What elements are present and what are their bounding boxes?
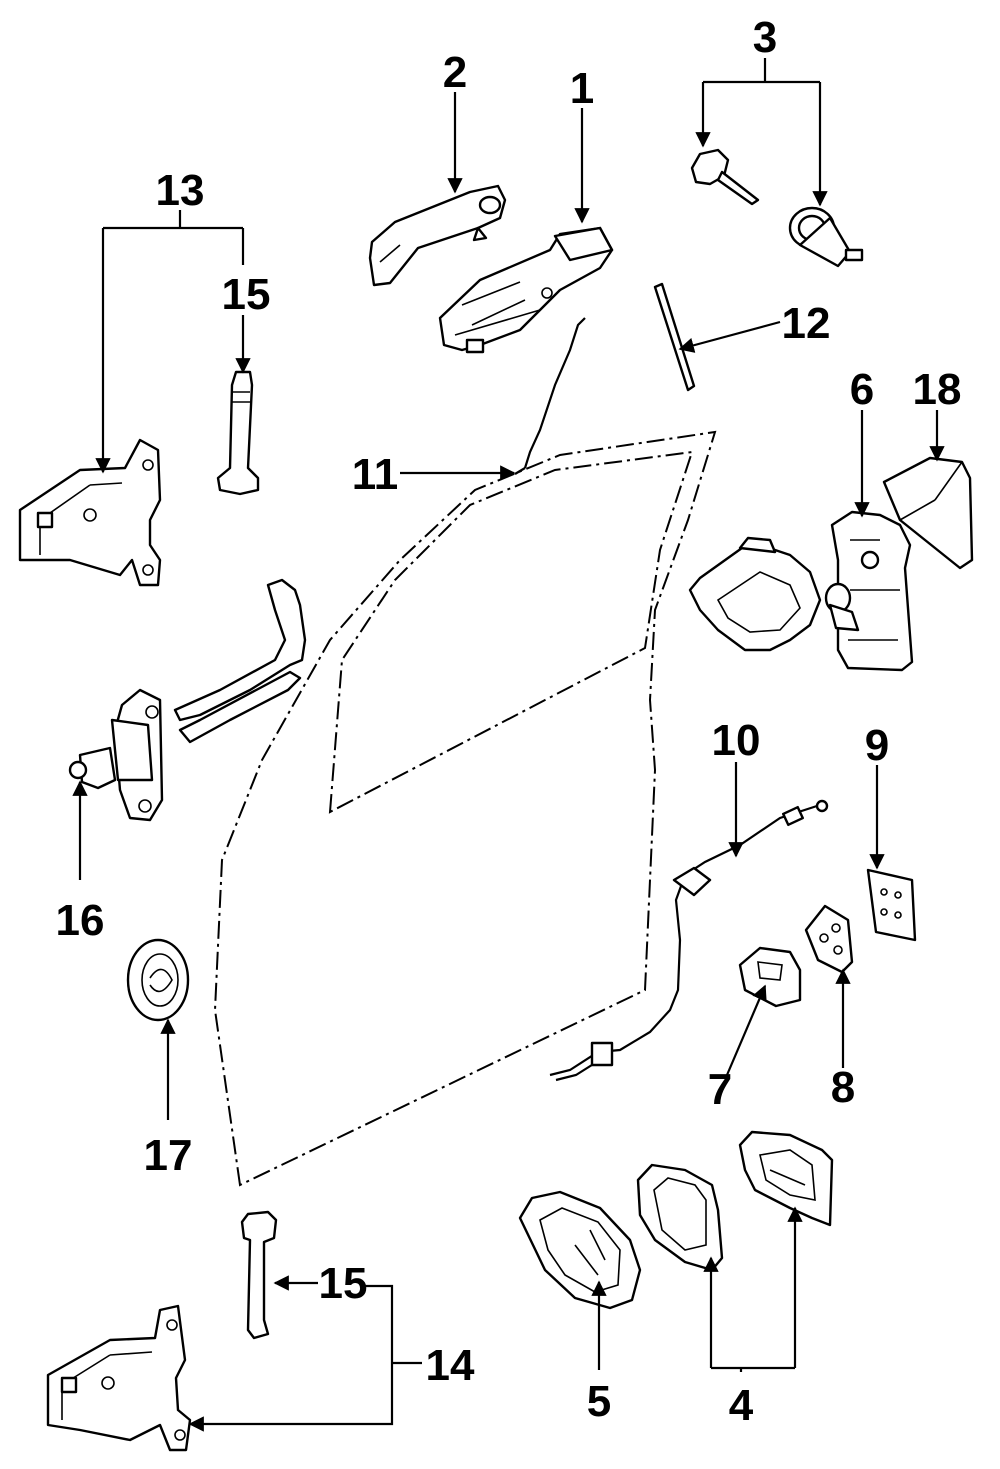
callout-1: 1 <box>570 64 594 113</box>
release-cable <box>549 799 829 1082</box>
upper-hinge <box>18 438 162 587</box>
callout-17: 17 <box>144 1131 193 1180</box>
door-shell <box>213 430 717 1187</box>
leader-lines <box>72 58 945 1432</box>
lock-rod <box>653 282 696 392</box>
key <box>690 148 760 206</box>
lock-cylinder <box>788 206 864 268</box>
callout-5: 5 <box>587 1377 611 1426</box>
callout-8: 8 <box>831 1063 855 1112</box>
latch-bracket <box>688 536 822 652</box>
door-latch <box>824 510 914 672</box>
lower-hinge-pin <box>240 1210 278 1340</box>
latch-actuator <box>438 226 614 354</box>
callout-16: 16 <box>56 896 105 945</box>
callout-18: 18 <box>913 365 962 414</box>
inside-handle <box>738 1130 834 1227</box>
callout-10: 10 <box>712 716 761 765</box>
handle-rod <box>514 317 586 475</box>
upper-hinge-pin <box>216 370 260 496</box>
callout-6: 6 <box>850 365 874 414</box>
callout-2: 2 <box>443 48 467 97</box>
callout-11: 11 <box>352 450 399 499</box>
callout-7: 7 <box>708 1065 732 1114</box>
door-check <box>68 578 307 822</box>
outside-handle <box>368 184 507 287</box>
callout-14: 14 <box>426 1341 475 1390</box>
callout-labels: 1 2 3 4 5 6 7 8 9 10 11 12 13 14 15 15 1… <box>56 13 962 1430</box>
inside-handle-bezel <box>518 1190 642 1310</box>
door-striker <box>738 946 802 1008</box>
lower-hinge <box>46 1304 192 1452</box>
callout-13: 13 <box>156 166 205 215</box>
callout-9: 9 <box>865 721 889 770</box>
callout-15-upper: 15 <box>222 270 271 319</box>
callout-15-lower: 15 <box>319 1259 368 1308</box>
striker-plate <box>866 868 917 942</box>
inside-handle-trim <box>636 1163 724 1272</box>
callout-4: 4 <box>729 1381 754 1430</box>
door-plug <box>126 938 190 1022</box>
striker-shim <box>804 904 854 974</box>
callout-3: 3 <box>753 13 777 62</box>
callout-12: 12 <box>782 299 831 348</box>
